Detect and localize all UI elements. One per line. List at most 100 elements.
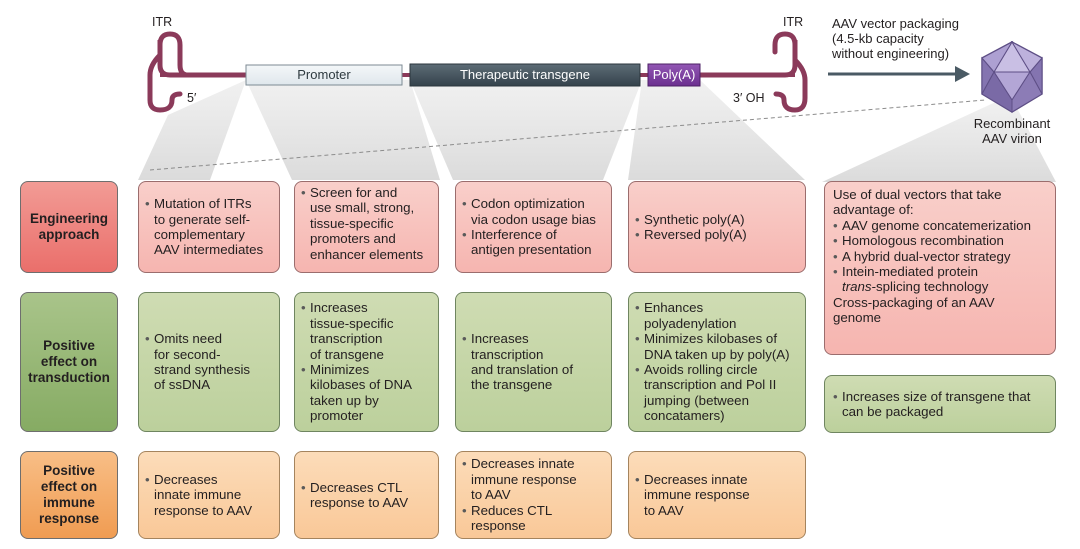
right-itr-hairpin (697, 31, 798, 78)
card-line: genome (833, 310, 882, 326)
card-line: enhancer elements (310, 246, 424, 262)
card-line: to AAV (471, 487, 511, 503)
card-line: response to AAV (154, 502, 253, 518)
transgene-box (409, 63, 641, 87)
card-line: polyadenylation (644, 315, 737, 331)
card-line: innate immune (154, 487, 242, 503)
card-line: Use of dual vectors that take (833, 187, 1002, 202)
virion-label: Recombinant AAV virion (973, 116, 1051, 146)
transgene-fan (410, 80, 642, 180)
card-line: transcription (310, 331, 383, 347)
card-line: antigen presentation (471, 242, 592, 258)
card-line: Minimizes kilobases of (644, 331, 778, 347)
bullet-item: Increasestissue-specifictranscriptionof … (301, 300, 432, 362)
polya-label: Poly(A) (652, 67, 696, 82)
three-prime-label: 3′ OH (733, 91, 765, 105)
card-line: kilobases of DNA (310, 377, 412, 393)
card-line: A hybrid dual-vector strategy (842, 248, 1011, 264)
card-line: Intein-mediated protein (842, 264, 979, 280)
card-line: Decreases (154, 471, 218, 487)
packaging-fan (822, 100, 1056, 182)
card-line: trans-splicing technology (842, 279, 989, 295)
card-line: DNA taken up by poly(A) (644, 346, 790, 362)
left-itr-hairpin (157, 31, 249, 78)
packaging-arrowhead (955, 66, 970, 82)
card-line: transcription (471, 346, 544, 362)
left-itr-foot (147, 52, 183, 113)
card-line: use small, strong, (310, 200, 415, 216)
card-line: Homologous recombination (842, 233, 1004, 249)
card-line: Mutation of ITRs (154, 196, 252, 212)
bullet-item: A hybrid dual-vector strategy (833, 248, 1047, 265)
card-line: Reversed poly(A) (644, 227, 747, 242)
card-line: AAV genome concatemerization (842, 217, 1031, 233)
card-line: tissue-specific (310, 315, 394, 331)
card-line: to generate self- (154, 211, 251, 227)
card-line: immune response (471, 471, 577, 487)
card-line: promoter (310, 408, 364, 424)
card-line: response (471, 518, 526, 534)
card-line: tissue-specific (310, 215, 394, 231)
card-line: Omits need (154, 331, 222, 347)
card-line: Avoids rolling circle (644, 362, 758, 377)
virion-icon (981, 40, 1043, 113)
five-prime-label: 5′ (187, 91, 197, 105)
transgene-label: Therapeutic transgene (459, 67, 591, 82)
card-line: AAV intermediates (154, 242, 264, 258)
promoter-label: Promoter (297, 67, 351, 82)
card-line: and translation of (471, 362, 574, 377)
card-line: Interference of (471, 227, 557, 242)
itr-fan (138, 80, 246, 180)
promoter-box (245, 64, 403, 86)
card-line: Increases (310, 300, 368, 316)
card-line: via codon usage bias (471, 211, 596, 227)
bullet-item: Homologous recombination (833, 233, 1047, 249)
card-line: jumping (between (644, 392, 749, 408)
polya-fan (628, 80, 805, 180)
right-itr-foot (773, 57, 808, 113)
card-line: of transgene (310, 346, 384, 362)
itr-right-label: ITR (783, 15, 804, 29)
card-line: complementary (154, 227, 245, 242)
card-line: to AAV (644, 502, 684, 518)
bullet-item: Synthetic poly(A) (635, 212, 799, 228)
card-line: the transgene (471, 377, 553, 393)
card-line: advantage of: (833, 202, 914, 218)
card-polya-engineering: Synthetic poly(A)Reversed poly(A) (628, 181, 806, 273)
bullet-item: Reversed poly(A) (635, 227, 799, 243)
card-line: of ssDNA (154, 377, 211, 393)
card-line: taken up by (310, 392, 379, 408)
card-line: Increases size of transgene that (842, 388, 1031, 404)
card-line: Increases (471, 331, 529, 347)
promoter-fan (246, 80, 440, 180)
